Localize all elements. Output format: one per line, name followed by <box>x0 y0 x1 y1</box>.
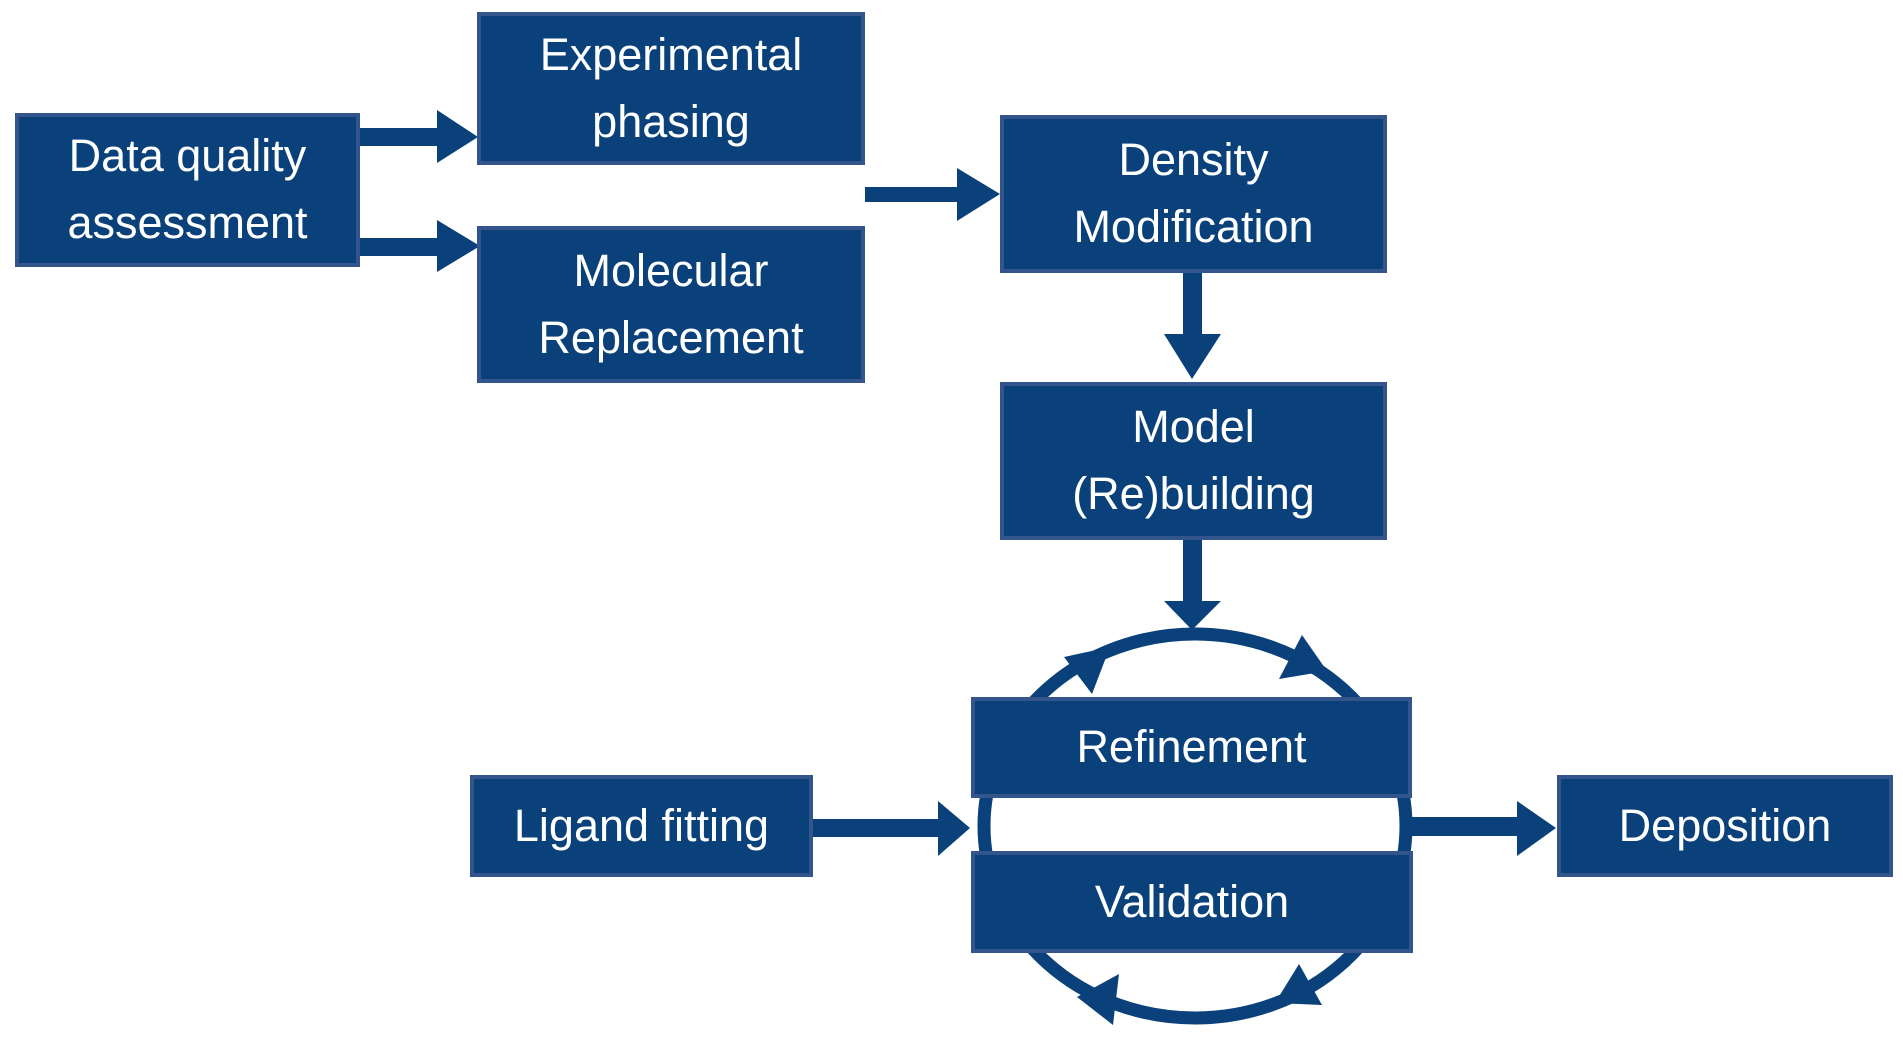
box-validation: Validation <box>971 851 1413 953</box>
box-ligand-fitting-label: Ligand fitting <box>513 799 770 851</box>
box-density-modification-label: Density Modification <box>1073 134 1314 252</box>
cycle-arrowhead-top-right-icon <box>1279 635 1327 679</box>
box-refinement: Refinement <box>971 697 1412 798</box>
box-deposition-label: Deposition <box>1618 799 1832 851</box>
box-ligand-fitting: Ligand fitting <box>470 775 813 877</box>
arrow-density-to-model-rebuilding-icon <box>1164 273 1221 379</box>
arrow-ligand-to-cycle-icon <box>813 801 970 856</box>
box-validation-label: Validation <box>1094 875 1290 927</box>
box-deposition: Deposition <box>1557 775 1893 877</box>
cycle-ring <box>977 627 1413 1025</box>
box-experimental-phasing-label: Experimental phasing <box>539 28 803 147</box>
cycle-arrowhead-top-left-icon <box>1064 647 1110 694</box>
box-model-rebuilding-label: Model (Re)building <box>1072 401 1315 519</box>
box-model-rebuilding: Model (Re)building <box>1000 382 1387 540</box>
box-molecular-replacement: Molecular Replacement <box>477 226 865 383</box>
box-molecular-replacement-label: Molecular Replacement <box>538 244 804 363</box>
cycle-arrowhead-bottom-left-icon <box>1077 974 1119 1025</box>
box-refinement-label: Refinement <box>1076 721 1307 773</box>
arrow-model-to-cycle-icon <box>1164 540 1221 630</box>
arrow-dqa-to-molecular-replacement-icon <box>360 220 480 272</box>
arrow-dqa-to-experimental-phasing-icon <box>360 110 478 163</box>
arrow-phasing-to-density-modification-icon <box>865 168 1000 221</box>
box-data-quality-assessment-label: Data quality assessment <box>67 130 308 248</box>
box-density-modification: Density Modification <box>1000 115 1387 273</box>
box-data-quality-assessment: Data quality assessment <box>15 113 360 267</box>
arrow-cycle-to-deposition-icon <box>1410 801 1556 856</box>
cycle-arrowhead-bottom-right-icon <box>1275 964 1322 1005</box>
box-experimental-phasing: Experimental phasing <box>477 12 865 165</box>
